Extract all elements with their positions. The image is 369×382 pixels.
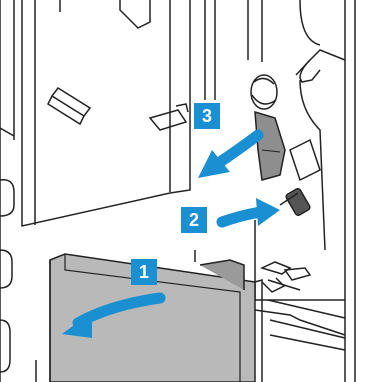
bottom-right-mechanism — [262, 262, 310, 292]
arrow-step-3-icon — [198, 135, 258, 178]
printer-body-outline — [0, 0, 36, 382]
step-1-badge: 1 — [131, 259, 157, 285]
arrow-step-2-icon — [222, 198, 280, 226]
step-3-badge: 3 — [194, 103, 220, 129]
step-2-badge: 2 — [181, 207, 207, 233]
jam-release-knob — [251, 75, 277, 109]
paper-guide-handle — [255, 112, 311, 216]
open-front-door — [22, 0, 190, 226]
